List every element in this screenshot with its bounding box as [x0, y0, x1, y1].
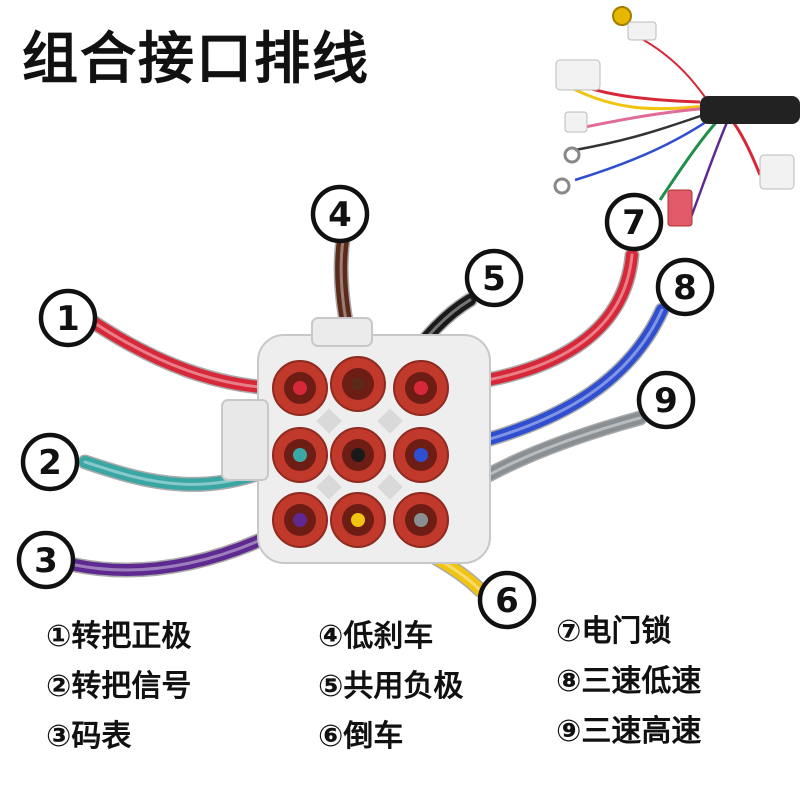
legend-item-9: ⑨三速高速	[556, 717, 701, 747]
legend-text: 码表	[71, 719, 132, 754]
legend-text: 三速低速	[581, 664, 702, 699]
legend-item-4: ④低刹车	[318, 622, 433, 652]
legend-text: 转把正极	[71, 619, 192, 654]
wire-tip-4	[351, 377, 365, 391]
legend-text: 低刹车	[343, 619, 434, 654]
legend-marker: ④	[318, 619, 344, 654]
pin-badge-8: 8	[655, 257, 715, 317]
pin-badge-1: 1	[38, 288, 98, 348]
legend-item-2: ②转把信号	[46, 672, 191, 702]
wire-tip-2	[293, 448, 307, 462]
pin-badge-7: 7	[604, 192, 664, 252]
legend-text: 共用负极	[343, 669, 464, 704]
legend-text: 倒车	[343, 719, 404, 754]
pin-number-5: 5	[482, 259, 506, 299]
pin-badge-3: 3	[16, 530, 76, 590]
legend-item-3: ③码表	[46, 722, 131, 752]
pin-number-8: 8	[673, 268, 697, 308]
wire-tip-7	[414, 381, 428, 395]
wire-tip-8	[414, 448, 428, 462]
pin-number-1: 1	[56, 299, 80, 339]
legend-marker: ⑤	[318, 669, 344, 704]
legend-item-7: ⑦电门锁	[556, 617, 671, 647]
housing-key	[377, 474, 403, 500]
legend-item-5: ⑤共用负极	[318, 672, 463, 702]
legend-text: 转把信号	[71, 669, 192, 704]
pin-number-2: 2	[38, 443, 62, 483]
legend-text: 电门锁	[581, 614, 672, 649]
page-title: 组合接口排线	[22, 27, 370, 92]
legend-marker: ⑦	[556, 614, 582, 649]
legend-text: 三速高速	[581, 714, 702, 749]
pin-badge-2: 2	[20, 432, 80, 492]
pin-badge-5: 5	[464, 248, 524, 308]
legend-marker: ②	[46, 669, 72, 704]
pin-number-3: 3	[34, 541, 58, 581]
pin-badge-6: 6	[477, 570, 537, 630]
wire-tip-3	[293, 513, 307, 527]
pin-number-4: 4	[328, 195, 352, 235]
legend-marker: ⑧	[556, 664, 582, 699]
wire-tip-1	[293, 381, 307, 395]
wire-tip-6	[351, 513, 365, 527]
legend-marker: ⑨	[556, 714, 582, 749]
wire-tip-group	[293, 377, 428, 527]
housing-key	[377, 408, 403, 434]
legend-marker: ⑥	[318, 719, 344, 754]
legend-item-6: ⑥倒车	[318, 722, 403, 752]
pin-number-6: 6	[495, 581, 519, 621]
wire-tip-5	[351, 448, 365, 462]
badge-group: 1 2 3 4 5 6 78 9	[16, 184, 715, 630]
legend-marker: ①	[46, 619, 72, 654]
legend-marker: ③	[46, 719, 72, 754]
harness-inset	[553, 6, 800, 227]
pin-badge-9: 9	[636, 370, 696, 430]
legend-item-1: ①转把正极	[46, 622, 191, 652]
pin-badge-4: 4	[310, 184, 370, 244]
housing-key	[316, 474, 342, 500]
pin-number-7: 7	[622, 203, 646, 243]
wire-tip-9	[414, 513, 428, 527]
legend-item-8: ⑧三速低速	[556, 667, 701, 697]
pin-number-9: 9	[654, 381, 678, 421]
housing-key	[316, 408, 342, 434]
